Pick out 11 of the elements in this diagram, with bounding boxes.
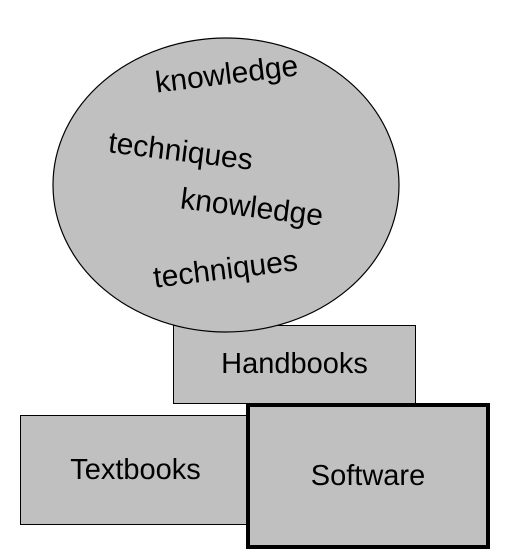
- circle-text: knowledge: [154, 51, 300, 99]
- box-label: Software: [310, 462, 426, 490]
- label-box: [20, 415, 247, 525]
- circle-text: knowledge: [178, 184, 325, 232]
- box-label: Textbooks: [70, 456, 201, 484]
- box-label: Handbooks: [221, 350, 368, 379]
- label-box: [246, 403, 490, 549]
- circle-text: techniques: [152, 246, 300, 294]
- circle-text: techniques: [106, 128, 254, 176]
- circle-shape: [52, 37, 400, 333]
- label-box: [173, 325, 416, 404]
